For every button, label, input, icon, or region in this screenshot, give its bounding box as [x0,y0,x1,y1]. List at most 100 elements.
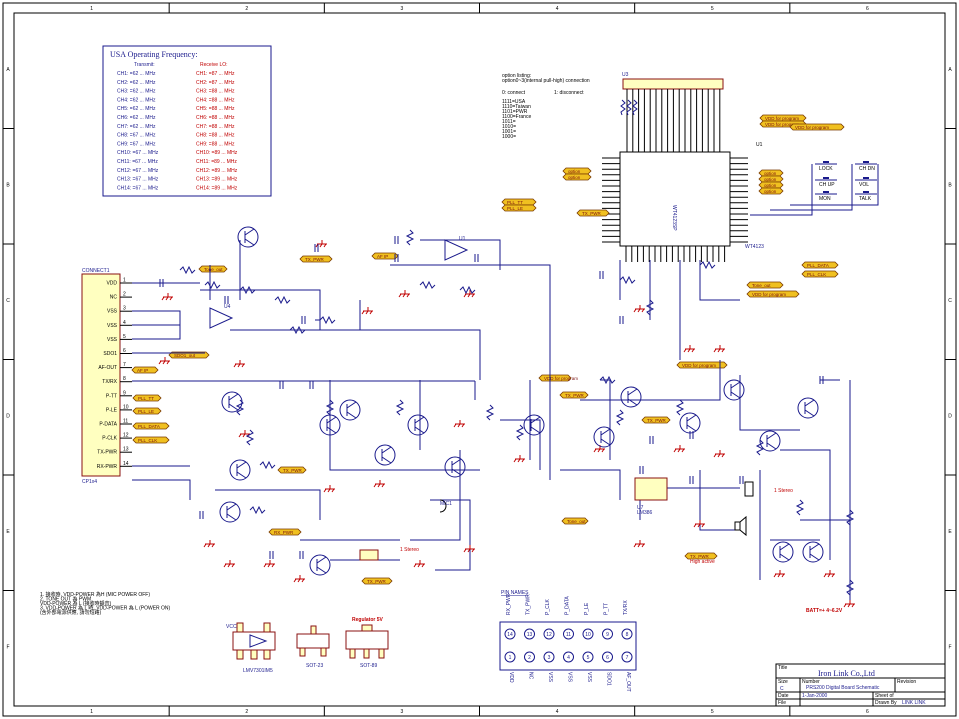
svg-text:LINK LINK: LINK LINK [902,700,926,706]
transistor-icon [444,456,466,478]
svg-text:LM386: LM386 [637,510,653,516]
header-pin-name: P_LE [584,602,590,615]
pll-le-flag [501,204,537,212]
speaker-icon [734,521,741,531]
header-pin-name: SDO1 [606,672,612,686]
connector-pin-name: TX/RX [102,379,117,385]
transistor-icon [219,501,241,523]
resistor [619,275,636,285]
header-pin-name: VDD [508,672,514,683]
resistor [599,375,616,385]
resistor [459,285,476,295]
drawing-number: PRS200 Digital Board Schematic [806,685,880,691]
header-pin-bottom [563,651,574,663]
zone-row-label: A [6,67,10,73]
zone-row-label: F [6,644,9,650]
connector-pin-num: 11 [123,419,128,425]
header-pin-top [582,628,594,640]
transmit-freq-row: CH4: =62 ... MHz [117,97,156,103]
net-flag-label: TX_PWR [647,418,667,423]
u1-mcu: U1 WT4123 WT4123SP [602,142,764,262]
transistor-icon [772,541,794,563]
connector-pin-name: SDO1 [103,351,117,357]
resistor [845,579,855,596]
resistor [325,399,335,416]
header-pin-num: 4 [567,655,570,661]
connector-pin-name: VSS [107,323,118,329]
transistor-icon [523,414,545,436]
header-pin-bottom [621,651,633,663]
resistor [645,299,655,316]
net-flag-label: VDD for program [752,292,786,297]
note-line: 2. TONE OUT 為 PWM [40,596,91,603]
wire [390,264,551,480]
resistor [419,280,436,290]
zone-row-label: A [948,67,952,73]
option-entry: 1011= [502,119,516,125]
pll-tt-flag [132,394,162,402]
svg-text:Number: Number [802,679,820,685]
receive-freq-row: CH3: =88 ... MHz [196,89,235,95]
title-block: Title Iron Link Co.,Ltd Size C Number PR… [775,663,946,707]
zone-col-label: 3 [401,709,404,715]
wire [500,419,541,470]
zone-col-label: 5 [711,709,714,715]
zone-row-label: D [6,413,10,419]
receive-freq-row: CH10: =89 ... MHz [196,150,238,156]
note-line: 1. 接收時, VDD-POWER 為H (MIC POWER OFF) [40,591,150,598]
header-pin-num: 9 [606,632,609,638]
microphone-icon [439,499,447,513]
af-ip-flag [131,366,159,374]
transistor-icon [797,397,819,419]
tx-pwr-flag [361,577,393,585]
u3-option-header: U3 [620,72,724,152]
net-flag-label: option [568,175,581,180]
svg-text:LMV7301IM5: LMV7301IM5 [243,668,273,674]
net-flag-label: TX_PWR [305,257,325,262]
zone-row-label: E [948,529,952,535]
tx-pwr-flag [641,416,671,424]
option-disconnect: 1: disconnect [554,90,584,96]
wire [230,300,361,331]
net-flag-label: SDO1_out [174,353,196,358]
resistor [249,505,266,515]
zone-row-label: C [6,298,10,304]
header-pin-top [504,628,516,640]
transistor-icon [759,430,781,452]
rx-pwr-flag [268,528,302,536]
package-drawings: LMV7301IM5 VCC SOT-23 Regulator 5V SOT-8… [226,617,389,674]
zone-col-label: 2 [245,6,248,12]
transistor-icon [221,391,243,413]
svg-text:WT4123: WT4123 [745,244,764,250]
receive-freq-row: CH4: =88 ... MHz [196,97,235,103]
header-pin-num: 12 [546,632,552,638]
connector-pin-name: AF-OUT [98,365,117,371]
svg-text:CP1x4: CP1x4 [82,479,97,485]
option-entry: 1000= [502,134,516,140]
option-subtitle: option0~3(internal pull-high) connection [502,78,590,84]
button-label: LOCK [819,166,833,172]
stereo-label-2: 1 Stereo [400,547,419,553]
wire [329,380,480,471]
connector-pin-num: 3 [123,306,126,312]
transistor-icon [319,414,341,436]
option-entry: 1010= [502,124,516,130]
svg-text:U7: U7 [637,505,644,511]
connector-pin-name: NC [110,295,118,301]
header-pin-num: 7 [626,655,629,661]
resistor [485,404,495,421]
header-pin-num: 6 [606,655,609,661]
receive-freq-row: CH13: =89 ... MHz [196,177,238,183]
option-connect: 0: connect [502,90,526,96]
connector-pin-num: 13 [123,447,129,453]
transmit-freq-row: CH6: =62 ... MHz [117,115,156,121]
receive-freq-row: CH1: =87 ... MHz [196,71,235,77]
header-pin-bottom [602,651,613,663]
stereo-label-1: 1 Stereo [774,488,793,494]
connector-pin-name: VSS [107,309,118,315]
connector-pin-name: TX-PWR [97,450,117,456]
svg-text:SOT-23: SOT-23 [306,663,323,669]
option-entry: 1001= [502,129,516,135]
